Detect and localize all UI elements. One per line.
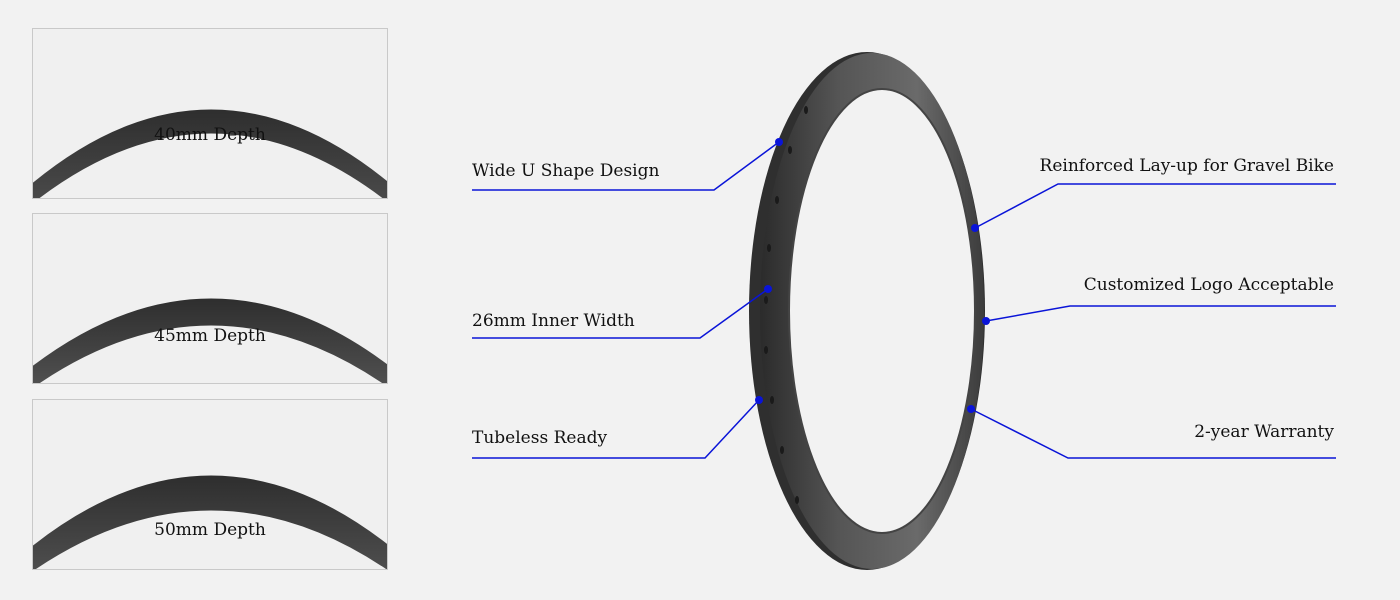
feature-label-wide-u-shape: Wide U Shape Design	[472, 161, 660, 181]
depth-panel-50: 50mm Depth	[32, 399, 388, 570]
depth-label-45: 45mm Depth	[154, 326, 266, 346]
rim-section-50-image	[33, 475, 387, 569]
feature-label-inner-width: 26mm Inner Width	[472, 311, 635, 331]
feature-label-logo: Customized Logo Acceptable	[1083, 275, 1334, 295]
callout-dot-tubeless	[755, 396, 763, 404]
callout-dot-wide-u-shape	[775, 138, 783, 146]
rim-section-40-image	[33, 109, 387, 198]
feature-label-tubeless: Tubeless Ready	[472, 428, 608, 448]
depth-panel-45: 45mm Depth	[32, 213, 388, 384]
callout-dot-warranty	[967, 405, 975, 413]
callout-line-reinforced	[974, 183, 1336, 229]
callout-line-wide-u-shape	[472, 141, 780, 191]
callout-line-warranty	[970, 408, 1336, 459]
callout-line-tubeless	[472, 399, 760, 459]
callout-dot-logo	[982, 317, 990, 325]
callout-dot-reinforced	[971, 224, 979, 232]
depth-label-40: 40mm Depth	[154, 125, 266, 145]
carbon-rim-image	[749, 52, 985, 570]
callout-line-inner-width	[472, 288, 769, 339]
feature-label-reinforced: Reinforced Lay-up for Gravel Bike	[1039, 156, 1334, 176]
depth-label-50: 50mm Depth	[154, 520, 266, 540]
callout-dot-inner-width	[764, 285, 772, 293]
depth-panel-40: 40mm Depth	[32, 28, 388, 199]
rim-section-45-image	[33, 298, 387, 383]
callout-line-logo	[985, 305, 1336, 322]
feature-label-warranty: 2-year Warranty	[1194, 422, 1334, 442]
